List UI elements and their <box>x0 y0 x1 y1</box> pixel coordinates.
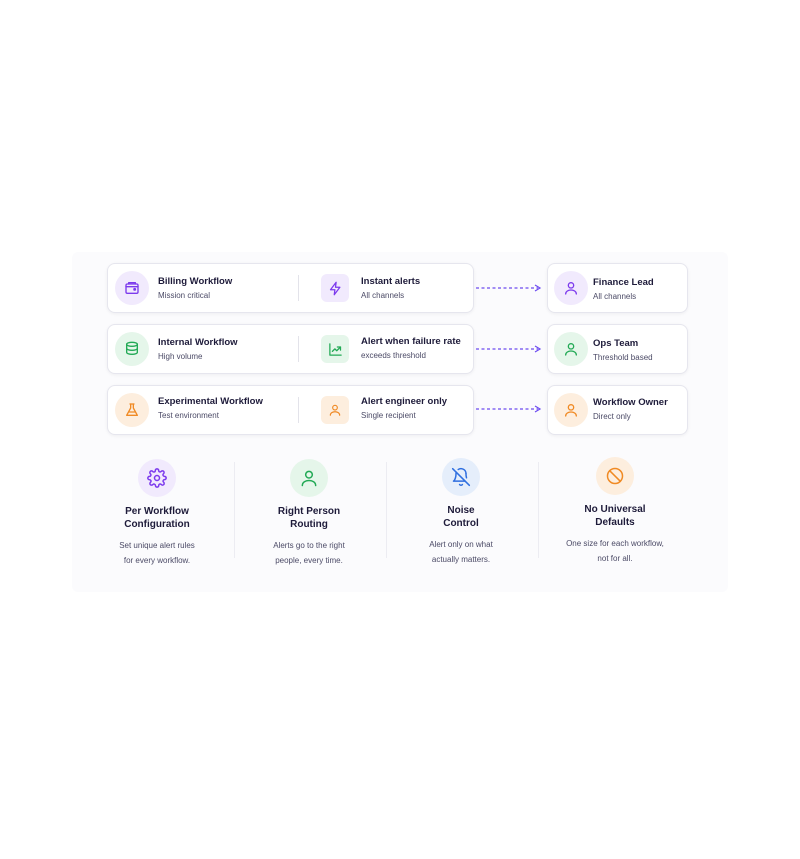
divider <box>298 275 299 301</box>
recipient-subtitle: Direct only <box>593 412 631 421</box>
bell-off-icon <box>442 458 480 496</box>
divider <box>538 462 539 558</box>
feature-title: No Universal Defaults <box>584 504 646 528</box>
dashed-arrow <box>476 345 542 353</box>
feature-title: Right Person Routing <box>277 506 341 530</box>
divider <box>386 462 387 558</box>
feature-description: Alert only on what actually matters. <box>429 540 493 564</box>
divider <box>298 397 299 423</box>
feature-title: Noise Control <box>443 505 479 529</box>
user-icon <box>554 393 588 427</box>
ban-icon <box>596 457 634 495</box>
workflow-title: Internal Workflow <box>158 337 238 348</box>
recipient-title: Workflow Owner <box>593 397 668 408</box>
recipient-title: Finance Lead <box>593 277 654 288</box>
divider <box>234 462 235 558</box>
rule-subtitle: All channels <box>361 291 405 300</box>
rule-title: Alert when failure rate <box>361 336 461 347</box>
rule-subtitle: exceeds threshold <box>361 351 426 360</box>
workflow-card-billing <box>107 263 474 313</box>
database-icon <box>115 332 149 366</box>
workflow-card-internal <box>107 324 474 374</box>
user-icon <box>290 459 328 497</box>
workflow-title: Experimental Workflow <box>158 396 263 407</box>
workflow-card-experimental <box>107 385 474 435</box>
recipient-subtitle: Threshold based <box>593 353 653 362</box>
user-icon <box>554 332 588 366</box>
feature-right-person-routing: Right Person Routing Alerts go to the ri… <box>234 459 384 568</box>
workflow-subtitle: High volume <box>158 352 203 361</box>
divider <box>298 336 299 362</box>
feature-description: Set unique alert rules for every workflo… <box>119 541 195 565</box>
feature-per-workflow-configuration: Per Workflow Configuration Set unique al… <box>82 459 232 568</box>
dashed-arrow <box>476 284 542 292</box>
lightning-icon <box>321 274 349 302</box>
user-icon <box>321 396 349 424</box>
rule-subtitle: Single recipient <box>361 411 416 420</box>
feature-title: Per Workflow Configuration <box>124 506 190 530</box>
workflow-subtitle: Mission critical <box>158 291 211 300</box>
feature-description: One size for each workflow, not for all. <box>566 539 664 563</box>
trend-chart-icon <box>321 335 349 363</box>
flask-icon <box>115 393 149 427</box>
feature-noise-control: Noise Control Alert only on what actuall… <box>386 458 536 567</box>
feature-no-universal-defaults: No Universal Defaults One size for each … <box>540 457 690 566</box>
rule-title: Instant alerts <box>361 276 421 287</box>
gear-icon <box>138 459 176 497</box>
wallet-icon <box>115 271 149 305</box>
dashed-arrow <box>476 405 542 413</box>
recipient-title: Ops Team <box>593 338 639 349</box>
user-icon <box>554 271 588 305</box>
rule-title: Alert engineer only <box>361 396 448 407</box>
workflow-subtitle: Test environment <box>158 411 219 420</box>
workflow-title: Billing Workflow <box>158 276 233 287</box>
recipient-subtitle: All channels <box>593 292 637 301</box>
feature-description: Alerts go to the right people, every tim… <box>273 541 345 565</box>
